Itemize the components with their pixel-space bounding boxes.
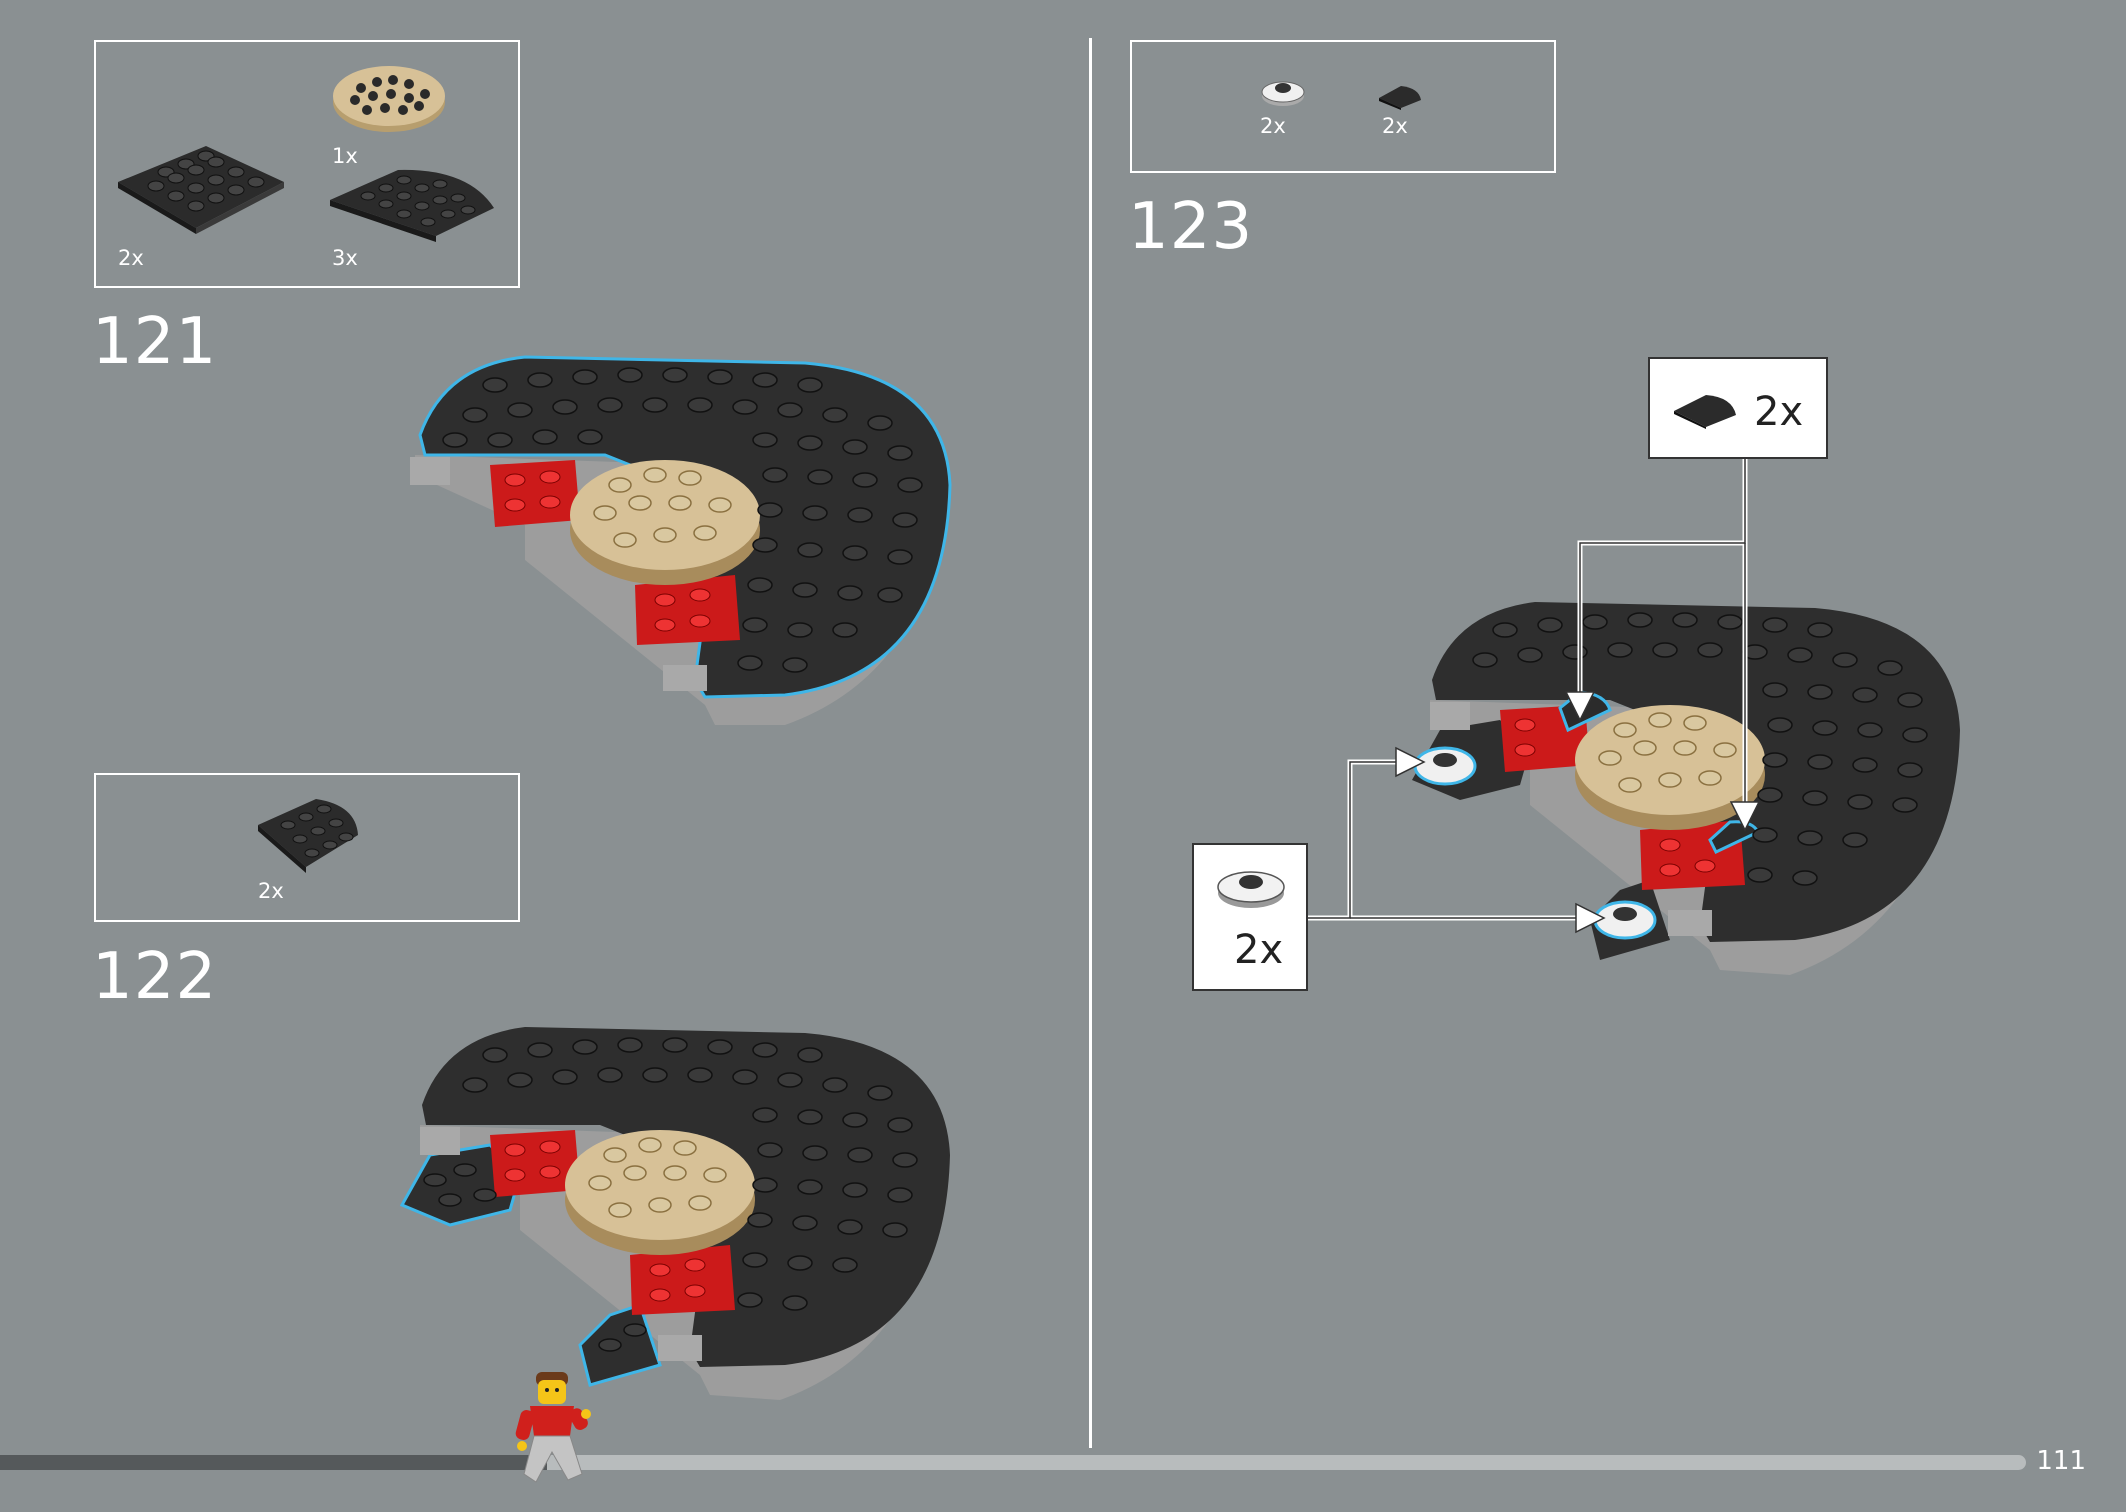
part-qty: 3x — [332, 246, 358, 270]
round-tile-white-icon — [1261, 81, 1305, 106]
minifigure-progress-icon — [515, 1372, 591, 1483]
step-122-model-illustration — [399, 1027, 950, 1400]
part-qty: 1x — [332, 144, 358, 168]
step-number: 122 — [92, 940, 218, 1014]
part-qty: 2x — [118, 246, 144, 270]
callout-quarter-tile: 2x — [1648, 357, 1828, 459]
plate-4x4-black-icon — [118, 146, 284, 234]
part-qty: 2x — [1382, 114, 1408, 138]
part-qty: 2x — [1260, 114, 1286, 138]
callout-qty: 2x — [1754, 389, 1804, 435]
callout-round-tile: 2x — [1192, 843, 1308, 991]
page-divider — [1089, 38, 1092, 1448]
parts-box-step-123: 2x 2x — [1130, 40, 1556, 173]
parts-box-step-121: 1x 2x 3x — [94, 40, 520, 288]
step-123-model-illustration — [1412, 602, 1960, 975]
quarter-tile-black-icon — [1379, 86, 1421, 110]
step-number: 121 — [92, 305, 218, 379]
round-tile-white-icon — [1217, 871, 1285, 908]
rounded-plate-3x3-icon — [258, 799, 358, 873]
round-plate-tan-icon — [333, 66, 445, 132]
quarter-round-plate-icon — [330, 169, 494, 242]
step-121-model-illustration — [410, 355, 952, 725]
page-number: 111 — [2036, 1446, 2086, 1476]
callout-qty: 2x — [1234, 927, 1284, 973]
part-qty: 2x — [258, 879, 284, 903]
step-number: 123 — [1128, 190, 1254, 264]
progress-bar-fill — [0, 1455, 547, 1470]
quarter-tile-black-icon — [1674, 395, 1736, 429]
parts-box-step-122: 2x — [94, 773, 520, 922]
